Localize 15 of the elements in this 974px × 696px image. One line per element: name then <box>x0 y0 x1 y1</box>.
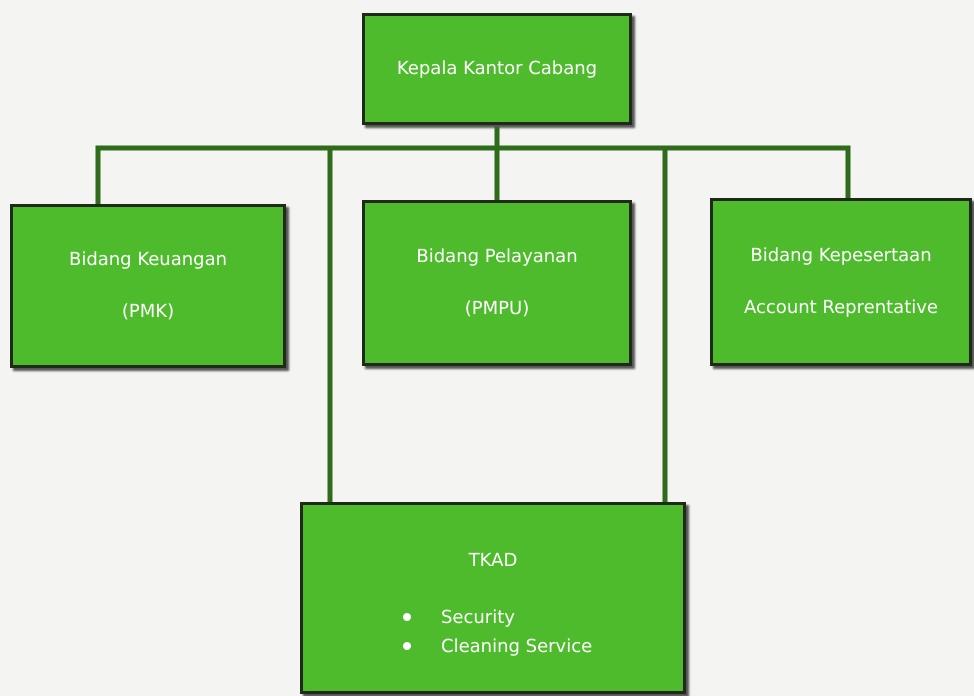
org-box <box>300 502 686 694</box>
org-box <box>362 200 632 366</box>
org-box <box>710 198 972 366</box>
org-box <box>362 13 632 125</box>
box-title: Bidang Keuangan <box>68 248 228 272</box>
box-title: Bidang Kepesertaan <box>750 244 932 268</box>
box-subtitle: Account Reprentative <box>744 296 938 320</box>
box-title: Kepala Kantor Cabang <box>396 56 598 81</box>
box-subtitle: (PMK) <box>122 300 174 324</box>
list-item: Cleaning Service <box>441 636 592 657</box>
list-item: Security <box>441 606 515 628</box>
org-box <box>10 204 286 368</box>
box-subtitle: (PMPU) <box>464 297 530 321</box>
box-title: Bidang Pelayanan <box>416 244 578 269</box>
box-title: TKAD <box>468 549 518 574</box>
